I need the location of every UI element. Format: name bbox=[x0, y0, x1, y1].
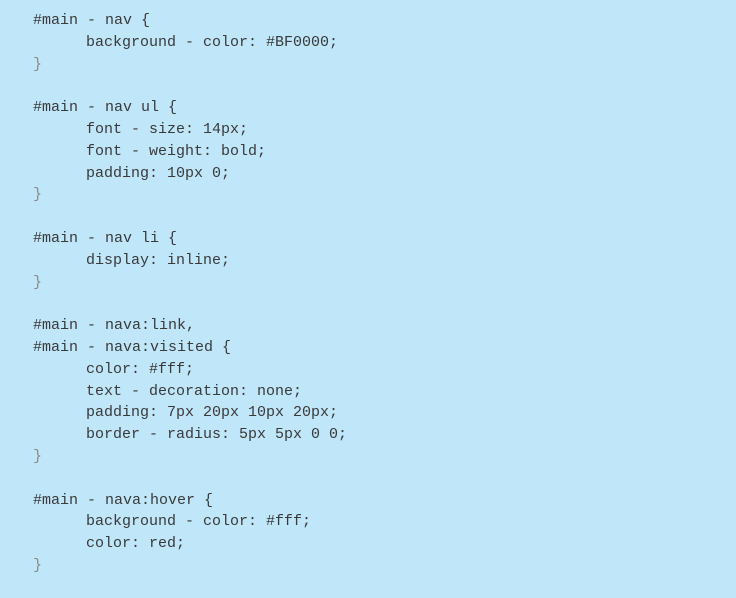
code-line: background - color: #fff; bbox=[86, 513, 312, 531]
code-line: } bbox=[33, 186, 43, 204]
code-line: } bbox=[33, 556, 43, 574]
blank-line bbox=[33, 75, 736, 97]
code-line: font - size: 14px; bbox=[86, 120, 249, 138]
code-line: } bbox=[33, 55, 43, 73]
code-line: padding: 10px 0; bbox=[86, 164, 231, 182]
code-line: font - weight: bold; bbox=[86, 142, 267, 160]
code-line: padding: 7px 20px 10px 20px; bbox=[86, 404, 339, 422]
code-line: #main - nava:visited { bbox=[33, 338, 232, 356]
blank-line bbox=[33, 293, 736, 315]
code-line: } bbox=[33, 273, 43, 291]
code-line: #main - nav { bbox=[33, 12, 151, 29]
code-line: display: inline; bbox=[86, 251, 231, 269]
code-line: background - color: #BF0000; bbox=[86, 33, 339, 51]
code-line: color: #fff; bbox=[86, 360, 195, 378]
code-line: #main - nava:link, bbox=[33, 317, 196, 335]
code-line: color: red; bbox=[86, 535, 186, 553]
code-line: text - decoration: none; bbox=[86, 382, 303, 400]
code-line: #main - nav li { bbox=[33, 229, 178, 247]
code-line: #main - nava:hover { bbox=[33, 491, 214, 509]
code-line: } bbox=[33, 447, 43, 465]
code-line: #main - nav ul { bbox=[33, 99, 178, 117]
code-line: border - radius: 5px 5px 0 0; bbox=[86, 426, 348, 444]
blank-line bbox=[33, 206, 736, 228]
blank-line bbox=[33, 468, 736, 490]
